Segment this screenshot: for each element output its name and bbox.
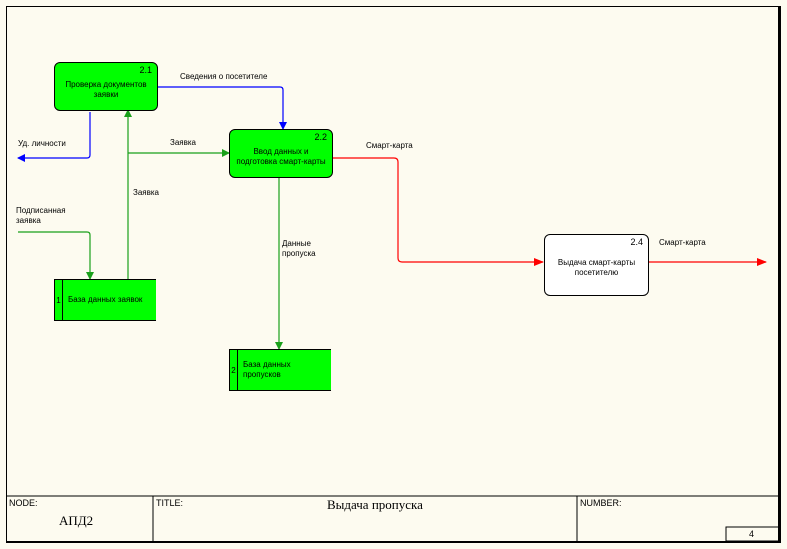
store-name: База данных пропусков xyxy=(243,360,291,379)
node-number: 2.4 xyxy=(630,237,643,247)
title-block-page: 4 xyxy=(749,529,755,539)
data-store-passes[interactable]: 2 База данных пропусков xyxy=(229,349,331,391)
title-block-title-label: TITLE: xyxy=(156,498,184,508)
arrow-visitor-info xyxy=(158,86,287,130)
label-visitor-info: Сведения о посетителе xyxy=(180,72,268,81)
title-block-node-value: АПД2 xyxy=(59,513,94,528)
process-node-2-4[interactable]: 2.4 Выдача смарт-карты посетителю xyxy=(544,234,649,296)
frame-shadow-bottom xyxy=(6,541,781,543)
node-label: Ввод данных и подготовка смарт-карты xyxy=(236,146,326,166)
label-smartcard-2: Смарт-карта xyxy=(659,238,706,247)
node-number: 2.2 xyxy=(314,132,327,142)
label-smartcard-1: Смарт-карта xyxy=(366,141,413,150)
store-id: 1 xyxy=(55,280,63,320)
data-store-requests[interactable]: 1 База данных заявок xyxy=(54,279,156,321)
label-pass-data: Данные пропуска xyxy=(282,239,316,258)
frame-shadow-right xyxy=(779,6,781,542)
arrow-signed-request xyxy=(18,231,94,280)
process-node-2-2[interactable]: 2.2 Ввод данных и подготовка смарт-карты xyxy=(229,129,333,178)
node-label: Проверка документов заявки xyxy=(65,79,147,99)
label-id-card: Уд. личности xyxy=(18,139,66,148)
node-number: 2.1 xyxy=(139,65,152,75)
store-name: База данных заявок xyxy=(68,295,143,304)
label-request-1: Заявка xyxy=(170,138,196,147)
arrow-smartcard-to-24 xyxy=(333,157,544,266)
store-id: 2 xyxy=(230,350,238,390)
node-label: Выдача смарт-карты посетителю xyxy=(557,258,636,277)
arrow-id-card xyxy=(17,112,91,162)
label-signed-request: Подписанная заявка xyxy=(16,206,66,225)
title-block-title-value: Выдача пропуска xyxy=(327,497,423,512)
title-block-number-label: NUMBER: xyxy=(580,498,622,508)
label-request-2: Заявка xyxy=(133,188,159,197)
process-node-2-1[interactable]: 2.1 Проверка документов заявки xyxy=(54,62,158,111)
title-block-node-label: NODE: xyxy=(9,498,38,508)
